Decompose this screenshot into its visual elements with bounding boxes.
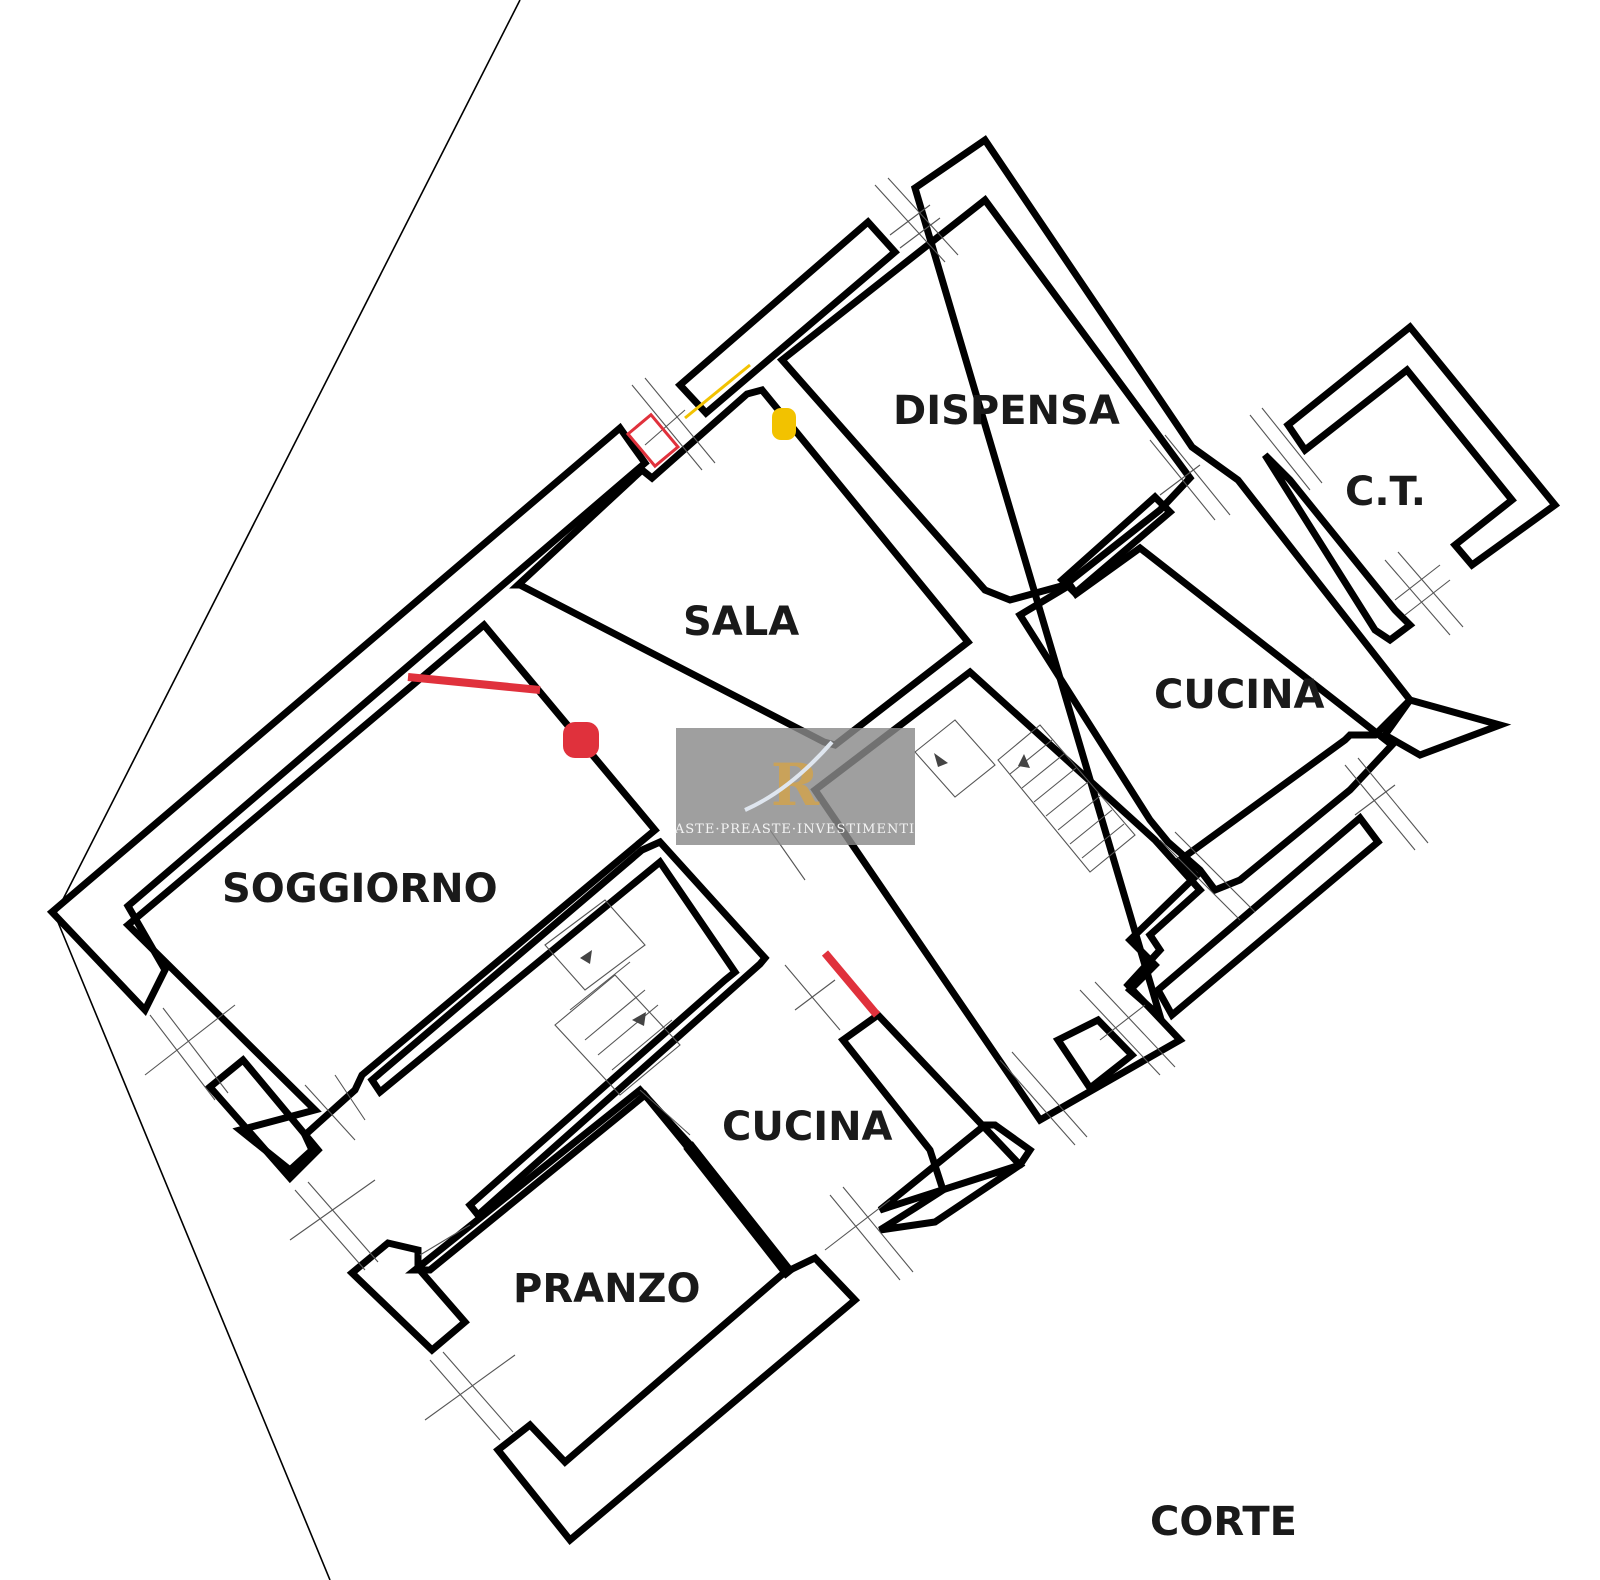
- dispensa-wall: [776, 195, 1195, 604]
- room-label-sala: SALA: [683, 599, 799, 645]
- pranzo-partition: [683, 1141, 795, 1279]
- opening-cucina-lower-north: [784, 964, 841, 1031]
- opening-north-mid: [631, 377, 716, 471]
- red-wall-segment-cucina: [821, 950, 881, 1018]
- yellow-fixture: [772, 408, 796, 440]
- ct-walls: [1283, 322, 1561, 570]
- sala-wall: [509, 386, 973, 749]
- opening-markers: [144, 177, 1464, 1441]
- walls: [46, 135, 1561, 1545]
- opening-cucina-south: [1159, 831, 1256, 921]
- room-label-ct: C.T.: [1345, 469, 1426, 515]
- opening-soggiorno-west: [144, 1004, 236, 1101]
- opening-north-top: [874, 177, 959, 263]
- ct-lower-wall: [1262, 452, 1416, 645]
- highlight-markers: [407, 363, 881, 1018]
- red-wall-segment-soggiorno: [407, 673, 541, 694]
- opening-stair-south: [1079, 981, 1176, 1076]
- room-label-dispensa: DISPENSA: [893, 388, 1120, 434]
- red-fixture: [563, 722, 599, 758]
- stair-arrow-icon: [1018, 754, 1030, 768]
- opening-cucina-east: [1344, 757, 1429, 851]
- pranzo-wall: [405, 1085, 861, 1545]
- outer-wall-east: [1379, 695, 1512, 759]
- stairs-upper: [914, 719, 1136, 873]
- swoosh-icon: [744, 740, 834, 812]
- outer-wall-northwest: [46, 422, 650, 1017]
- outer-wall-northeast: [910, 135, 1415, 1027]
- cucina-upper-wall: [1015, 543, 1398, 895]
- room-labels: DISPENSA SALA C.T. CUCINA SOGGIORNO CUCI…: [222, 388, 1426, 1545]
- stair-arrow-icon: [934, 753, 948, 767]
- room-label-soggiorno: SOGGIORNO: [222, 866, 498, 912]
- opening-cucina-lower-south: [824, 1186, 914, 1281]
- opening-pranzo-north: [419, 1089, 691, 1256]
- opening-soggiorno-door: [304, 1074, 366, 1141]
- room-label-pranzo: PRANZO: [513, 1266, 701, 1312]
- lower-partition-wall: [204, 1055, 323, 1184]
- lower-exterior-bit-1: [1052, 1015, 1138, 1094]
- room-label-corte: CORTE: [1150, 1499, 1297, 1545]
- room-label-cucina-lower: CUCINA: [722, 1104, 893, 1150]
- outer-wall-north: [674, 217, 901, 418]
- lower-exterior-bit-2: [1153, 812, 1383, 1021]
- opening-ct-west: [1249, 407, 1323, 491]
- opening-ct-south: [1384, 551, 1464, 636]
- cucina-lower-wall-2: [877, 1121, 1035, 1214]
- opening-stair-southwest: [999, 1051, 1088, 1146]
- opening-dispensa-east: [1149, 434, 1231, 521]
- stairs-lower: [544, 899, 681, 1096]
- watermark: R ASTE·PREASTE·INVESTIMENTI: [674, 728, 915, 845]
- opening-pranzo-west: [424, 1351, 516, 1441]
- opening-corridor-west: [289, 1179, 379, 1271]
- watermark-caption: ASTE·PREASTE·INVESTIMENTI: [674, 822, 915, 837]
- red-window-highlight: [625, 412, 681, 469]
- yellow-door-swing: [684, 363, 751, 420]
- corridor-wall: [367, 837, 770, 1221]
- stair-room-wall: [810, 667, 1205, 1125]
- stair-arrow-icon: [580, 950, 592, 964]
- property-boundary: [54, 0, 521, 1580]
- watermark-background: [676, 728, 915, 845]
- stair-arrow-icon: [632, 1012, 646, 1026]
- room-label-cucina-upper: CUCINA: [1154, 672, 1325, 718]
